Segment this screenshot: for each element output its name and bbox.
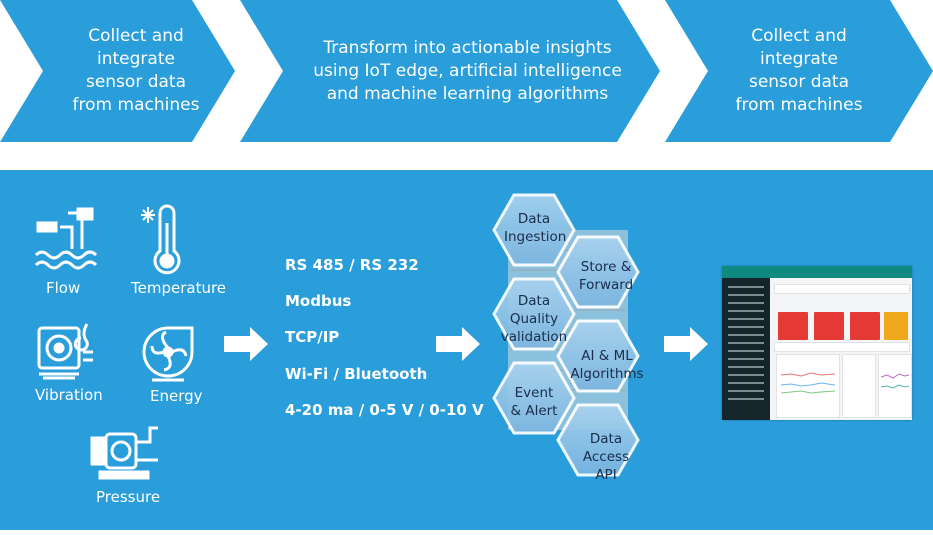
- fan-blower-icon: [138, 322, 198, 384]
- dashboard-card-red: [814, 312, 844, 340]
- dashboard-topbar: [722, 266, 912, 278]
- capability-data-quality: Data Quality validation: [500, 293, 568, 345]
- water-flow-icon: [32, 205, 98, 275]
- chevron-step-3: Collect and integrate sensor data from m…: [665, 0, 933, 142]
- chevron-step-2: Transform into actionable insights using…: [240, 0, 660, 142]
- step-2-label: Transform into actionable insights using…: [313, 37, 622, 104]
- step-3-label: Collect and integrate sensor data from m…: [735, 26, 863, 115]
- step-1-label: Collect and integrate sensor data from m…: [72, 26, 200, 115]
- right-arrow-icon: [436, 327, 480, 366]
- protocol-modbus: Modbus: [285, 292, 352, 310]
- sensor-label-energy: Energy: [150, 387, 203, 405]
- dashboard-chart-right: [878, 354, 912, 418]
- capability-data-access: Data Access API: [582, 431, 630, 483]
- chevron-step-1: Collect and integrate sensor data from m…: [0, 0, 235, 142]
- sensor-label-temperature: Temperature: [131, 279, 227, 297]
- dashboard-sidebar: [722, 278, 770, 420]
- hex-data-ingestion: [492, 193, 576, 267]
- chevron-shape: [665, 0, 933, 142]
- protocol-wifi-bluetooth: Wi-Fi / Bluetooth: [285, 365, 428, 383]
- dashboard-breadcrumb: [774, 284, 910, 294]
- hex-ai-ml: [556, 319, 640, 393]
- capability-event-alert: Event & Alert: [510, 385, 558, 419]
- dashboard-chart-left: [776, 354, 840, 418]
- dashboard-card-amber: [884, 312, 908, 340]
- dashboard-chart-middle: [842, 354, 876, 418]
- sensor-label-vibration: Vibration: [35, 386, 103, 404]
- protocol-tcpip: TCP/IP: [285, 328, 340, 346]
- capability-data-ingestion: Data Ingestion: [504, 211, 567, 245]
- capability-store-forward: Store & Forward: [578, 259, 634, 293]
- vibration-motor-icon: [33, 318, 98, 383]
- hex-data-access: [556, 403, 640, 477]
- hex-event-alert: [492, 361, 576, 435]
- dashboard-screenshot: [722, 266, 912, 420]
- dashboard-section-header: [774, 342, 910, 352]
- chevron-shape: [0, 0, 235, 142]
- protocol-rs485: RS 485 / RS 232: [285, 256, 419, 274]
- chevron-shape: [240, 0, 660, 142]
- dashboard-card-red: [778, 312, 808, 340]
- sensor-label-flow: Flow: [46, 279, 81, 297]
- right-arrow-icon: [664, 327, 708, 366]
- hex-store-forward: [556, 235, 640, 309]
- pump-icon: [88, 420, 163, 488]
- thermometer-icon: [138, 203, 193, 278]
- hex-data-quality: [492, 277, 576, 351]
- protocol-analog: 4-20 ma / 0-5 V / 0-10 V: [285, 401, 484, 419]
- capability-ai-ml: AI & ML Algorithms: [570, 348, 644, 382]
- capability-hexagons: Data Ingestion Store & Forward Data Qual…: [480, 180, 660, 530]
- dashboard-card-red: [850, 312, 880, 340]
- sensor-label-pressure: Pressure: [96, 488, 161, 506]
- right-arrow-icon: [224, 327, 268, 366]
